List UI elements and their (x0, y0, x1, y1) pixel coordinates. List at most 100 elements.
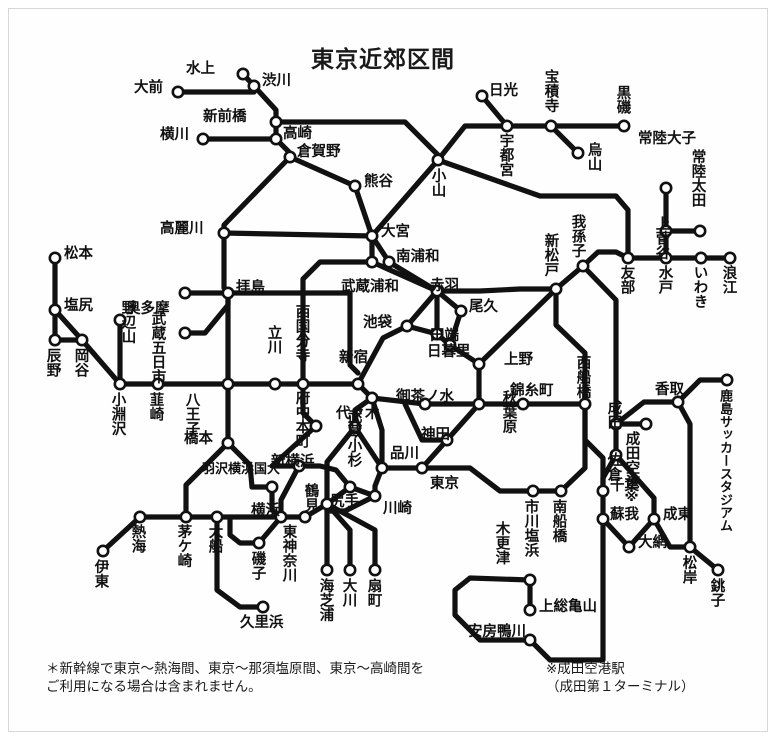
station-node-yokohama[interactable] (274, 510, 288, 524)
station-node-hazawa[interactable] (265, 480, 279, 494)
station-node-kazusa-kameyama[interactable] (523, 603, 537, 617)
station-node-kashima-stadium[interactable] (720, 373, 734, 387)
station-node-umi-shibaura[interactable] (320, 563, 334, 577)
station-node-nishi-funabashi[interactable] (578, 397, 592, 411)
station-node-shin-maebashi[interactable] (269, 115, 283, 129)
station-node-narita[interactable] (609, 417, 623, 431)
station-node-hachioji[interactable] (221, 377, 235, 391)
station-node-ueno[interactable] (472, 357, 486, 371)
station-node-iwaki[interactable] (694, 251, 708, 265)
station-label-shin-matsudo: 新松戸 (542, 233, 559, 277)
station-node-minami-urawa[interactable] (382, 255, 396, 269)
station-node-nirasaki[interactable] (151, 377, 165, 391)
station-label-shin-maebashi: 新前橋 (203, 109, 247, 125)
station-node-chiba[interactable] (596, 484, 610, 498)
station-node-mito[interactable] (659, 251, 673, 265)
station-node-komagawa[interactable] (217, 226, 231, 240)
station-node-ito[interactable] (96, 544, 110, 558)
station-node-abiko[interactable] (576, 259, 590, 273)
station-node-musashi-itsukaichi[interactable] (178, 326, 192, 340)
station-node-kumagaya[interactable] (348, 179, 362, 193)
station-node-tabata[interactable] (430, 327, 444, 341)
station-node-fuchu-honmachi[interactable] (309, 419, 323, 433)
station-node-shin-matsudo[interactable] (549, 282, 563, 296)
station-node-kawasaki[interactable] (368, 489, 382, 503)
station-node-soga[interactable] (596, 512, 610, 526)
station-node-minakami[interactable] (236, 67, 250, 81)
station-node-okutama[interactable] (178, 286, 192, 300)
station-node-tomobe[interactable] (621, 251, 635, 265)
station-node-akabane[interactable] (430, 284, 444, 298)
station-node-takasaki[interactable] (269, 132, 283, 146)
station-node-shitte[interactable] (343, 480, 357, 494)
station-node-namie[interactable] (723, 251, 737, 265)
rail-line-abiko-narita (580, 263, 619, 427)
station-node-katori[interactable] (671, 395, 685, 409)
station-node-kisarazu[interactable] (523, 573, 537, 587)
map-frame (8, 8, 768, 732)
station-node-naruto[interactable] (647, 512, 661, 526)
station-node-tokyo[interactable] (415, 461, 429, 475)
station-node-ikebukuro[interactable] (400, 319, 414, 333)
station-node-okawa[interactable] (343, 563, 357, 577)
station-node-shibukawa[interactable] (247, 79, 261, 93)
station-node-awa-kamogawa[interactable] (523, 633, 537, 647)
station-node-kuragano[interactable] (283, 150, 297, 164)
station-node-nippori[interactable] (443, 338, 457, 352)
shinkansen-note: ＊新幹線で東京〜熱海間、東京〜那須塩原間、東京〜高崎間を ご利用になる場合は含ま… (46, 661, 424, 696)
station-node-shinagawa[interactable] (375, 461, 389, 475)
station-node-akihabara[interactable] (472, 397, 486, 411)
station-node-sakura[interactable] (609, 448, 623, 462)
station-node-matsumoto[interactable] (48, 251, 62, 265)
station-node-atami[interactable] (133, 510, 147, 524)
station-node-kinshicho[interactable] (516, 397, 530, 411)
station-node-oami[interactable] (622, 540, 636, 554)
station-node-karasuyama[interactable] (571, 146, 585, 160)
station-node-kurihama[interactable] (256, 600, 270, 614)
station-node-chigasaki[interactable] (179, 510, 193, 524)
station-node-hitachi-daigo[interactable] (659, 181, 673, 195)
station-label-iwaki: いわき (691, 265, 708, 309)
station-node-okaya[interactable] (75, 333, 89, 347)
station-node-shiojiri[interactable] (48, 303, 62, 317)
station-node-minami-funabashi[interactable] (554, 484, 568, 498)
station-node-ogimachi[interactable] (368, 563, 382, 577)
station-node-shinjuku[interactable] (351, 377, 365, 391)
station-node-haijima[interactable] (221, 286, 235, 300)
station-node-nikko[interactable] (475, 89, 489, 103)
station-node-tsurumi[interactable] (320, 497, 334, 511)
station-node-narita-airport[interactable] (639, 417, 653, 431)
rail-line-musashikosugi-shinagawa (352, 424, 385, 471)
station-node-ofuna[interactable] (210, 510, 224, 524)
station-node-hashimoto[interactable] (221, 436, 235, 450)
station-node-nobeyama[interactable] (113, 313, 127, 327)
station-node-musashi-kosugi[interactable] (348, 420, 362, 434)
station-node-choshi[interactable] (711, 563, 725, 577)
station-node-yoyogi[interactable] (365, 391, 379, 405)
station-node-ichikawa-shiohama[interactable] (526, 484, 540, 498)
station-node-matsugishi[interactable] (683, 540, 697, 554)
station-node-hitachi-ota[interactable] (693, 224, 707, 238)
rail-line-sakura-naruto (613, 452, 657, 522)
station-node-higashi-kanagawa[interactable] (298, 510, 312, 524)
station-node-tatsuno[interactable] (48, 333, 62, 347)
narita-airport-note: ※成田空港駅 （成田第１ターミナル） (546, 661, 695, 696)
station-node-ochanomizu[interactable] (418, 397, 432, 411)
station-node-utsunomiya[interactable] (500, 119, 514, 133)
station-label-soga: 蘇我 (610, 507, 639, 523)
station-node-yokokawa[interactable] (196, 132, 210, 146)
station-node-musashi-urawa[interactable] (365, 255, 379, 269)
station-node-kobuchizawa[interactable] (113, 377, 127, 391)
station-node-omiya[interactable] (365, 229, 379, 243)
station-node-shin-yokohama[interactable] (292, 459, 306, 473)
station-node-oku[interactable] (454, 304, 468, 318)
station-node-kuroiso[interactable] (617, 119, 631, 133)
station-node-hoshakuji[interactable] (544, 119, 558, 133)
station-node-isogo[interactable] (252, 536, 266, 550)
station-node-kanda[interactable] (440, 433, 454, 447)
station-node-kami-sugaya[interactable] (659, 224, 673, 238)
station-node-omae[interactable] (171, 85, 185, 99)
station-node-oyama[interactable] (431, 153, 445, 167)
station-node-tachikawa[interactable] (268, 377, 282, 391)
station-node-nishi-kokubunji[interactable] (296, 377, 310, 391)
